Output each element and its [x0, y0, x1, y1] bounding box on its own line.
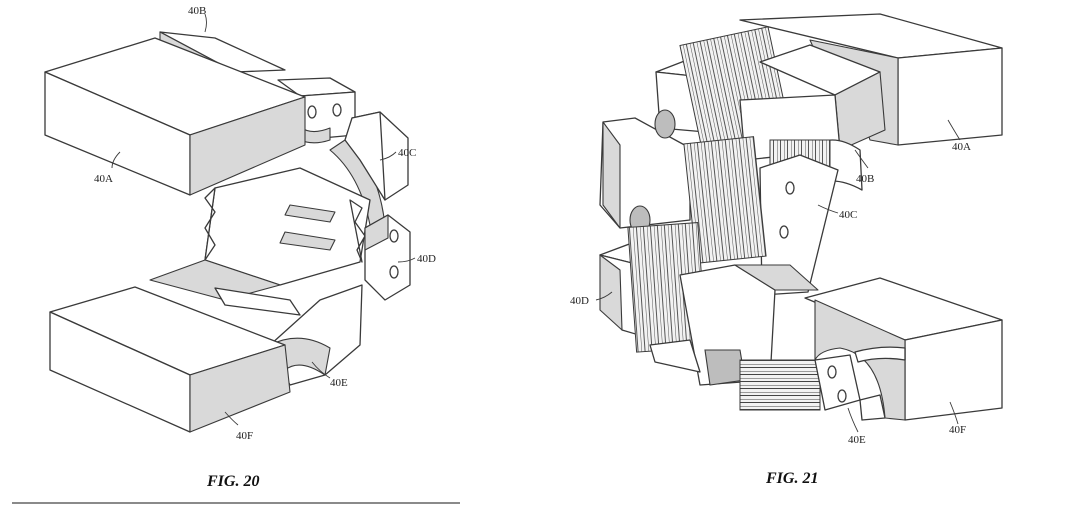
label-40e: 40E	[330, 377, 348, 389]
upper-gears	[655, 26, 886, 161]
link-40d	[364, 214, 411, 301]
label-40f: 40F	[236, 430, 253, 442]
label-40f-fig21: 40F	[949, 424, 966, 436]
link-40e-fig21	[739, 354, 886, 421]
fig-21: 40B 40A 40C 40D 40E 40F FIG. 21	[570, 13, 1003, 487]
label-40b: 40B	[188, 5, 206, 17]
link-40f	[49, 286, 291, 433]
label-40d-fig21: 40D	[570, 295, 589, 307]
label-40d: 40D	[417, 253, 436, 265]
label-40b-fig21: 40B	[856, 173, 874, 185]
middle-gears	[599, 109, 767, 264]
link-40c	[329, 111, 409, 226]
link-40f-fig21	[804, 277, 1003, 421]
link-40a	[44, 37, 306, 196]
middle-chain	[149, 167, 371, 316]
label-40c-fig21: 40C	[839, 209, 857, 221]
fig-21-caption: FIG. 21	[765, 470, 818, 487]
fig-20: 40B 40A 40C 40D 40E 40F FIG. 20	[44, 5, 436, 490]
label-40a: 40A	[94, 173, 113, 185]
label-40a-fig21: 40A	[952, 141, 971, 153]
label-40e-fig21: 40E	[848, 434, 866, 446]
link-40d-fig21	[599, 222, 819, 386]
fig-20-caption: FIG. 20	[206, 473, 259, 490]
label-40c: 40C	[398, 147, 416, 159]
